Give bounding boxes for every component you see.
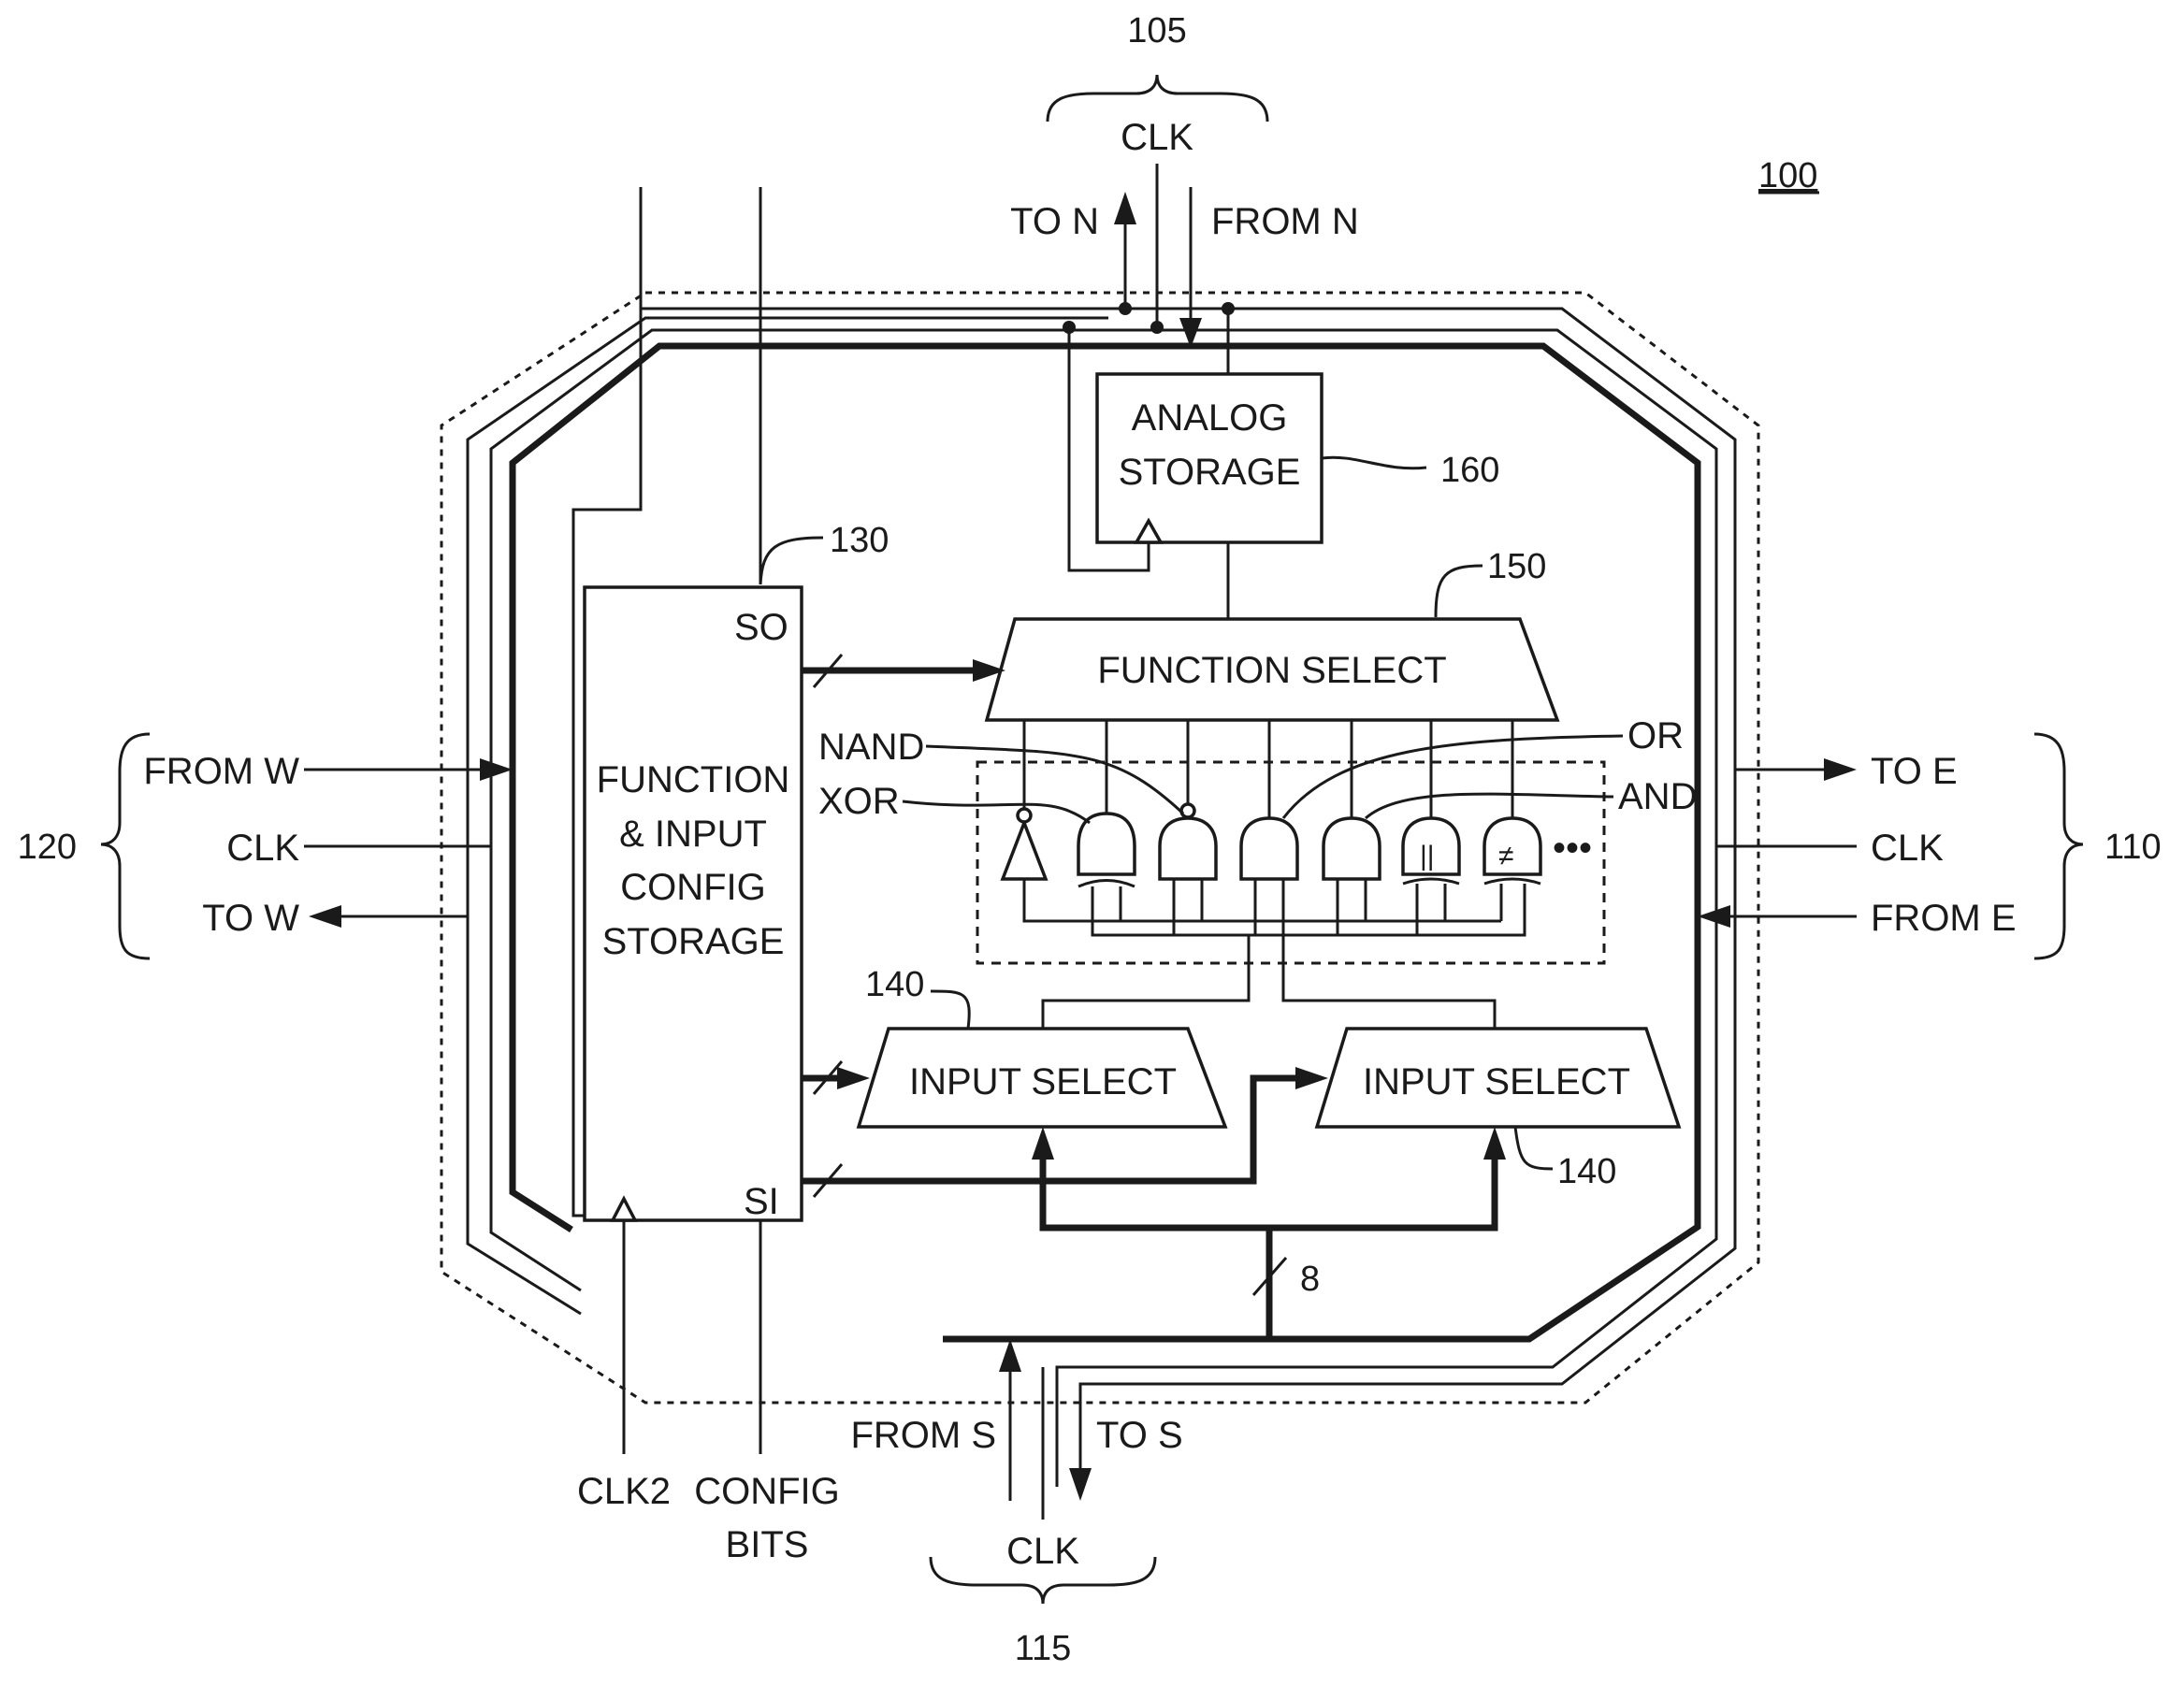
gate-input-bus-b [1092,884,1525,935]
to-n-arrow-icon [1114,192,1136,224]
clk2-label: CLK2 [577,1471,671,1512]
not-equal-extra-curve [1484,879,1540,884]
ref-140-right: 140 [1557,1152,1616,1191]
analog-storage-label-2: STORAGE [1119,452,1301,493]
analog-storage-label-1: ANALOG [1132,397,1288,439]
east-clk-label: CLK [1871,828,1944,869]
ref-110: 110 [2104,828,2162,867]
or-label: OR [1627,715,1684,756]
config-storage-label-2: & INPUT [619,814,767,855]
not-gate-icon [1003,823,1046,879]
to-e-arrow-icon [1824,758,1857,781]
to-s-label: TO S [1096,1415,1183,1456]
and-gate-icon [1323,818,1380,879]
gate-input-bus-a [1024,879,1501,921]
function-select-label: FUNCTION SELECT [1097,650,1446,691]
figure-number: 100 [1758,156,1817,195]
north-brace [1048,75,1267,122]
ref-150: 150 [1487,547,1546,586]
xor-leader [903,801,1090,823]
xor-gate-icon [1078,814,1135,874]
config-bits-label-1: CONFIG [694,1471,840,1512]
equality-extra-curve [1403,879,1459,884]
ref-140-left-leader [931,991,969,1029]
south-bus-to-selects [1043,1145,1495,1228]
input-select-blocks: INPUT SELECT INPUT SELECT 140 140 8 [802,921,1679,1339]
xor-extra-curve [1078,881,1135,887]
config-storage-label-3: CONFIG [620,867,766,908]
and-leader [1366,794,1613,818]
ref-160-leader [1322,457,1426,468]
ref-115: 115 [1015,1629,1072,1668]
north-ports: TO N FROM N CLK 105 [1010,11,1359,348]
junction-dot [1119,302,1132,315]
nand-bubble-icon [1181,804,1194,817]
ellipsis: ••• [1553,828,1592,869]
ref-140-right-leader [1515,1127,1553,1169]
xor-label: XOR [818,781,900,822]
gate-group: || ≠ ••• NAND XOR OR AND [818,715,1697,963]
input-select-right-label: INPUT SELECT [1363,1061,1630,1102]
junction-dot [1063,321,1076,334]
input-select-left-label: INPUT SELECT [909,1061,1177,1102]
right-select-arrow-icon [1295,1067,1328,1089]
config-storage-label-1: FUNCTION [597,759,790,800]
config-bits-label-2: BITS [726,1524,809,1565]
north-clk-label: CLK [1121,117,1193,158]
left-select-out [1043,935,1249,1029]
right-select-out [1283,921,1495,1029]
to-w-arrow-icon [309,905,341,928]
from-e-label: FROM E [1871,898,2017,939]
to-w-label: TO W [202,898,299,939]
not-equal-symbol: ≠ [1498,841,1513,872]
east-brace [2034,734,2083,958]
west-clk-label: CLK [226,828,299,869]
from-e-arrow-icon [1698,905,1730,928]
or-leader [1283,736,1623,818]
ref-140-left: 140 [865,965,924,1004]
ref-105: 105 [1127,11,1186,50]
junction-dot [1150,321,1164,334]
ref-160: 160 [1440,451,1499,490]
to-s-arrow-icon [1069,1468,1092,1501]
to-n-label: TO N [1010,201,1099,242]
function-select-block: FUNCTION SELECT 150 [802,547,1557,720]
right-select-up-arrow-icon [1483,1127,1506,1160]
south-clk-label: CLK [1006,1531,1079,1572]
west-ports: FROM W CLK TO W 120 [18,734,513,958]
si-port-label: SI [744,1181,779,1222]
from-w-label: FROM W [143,751,299,792]
nand-leader [926,746,1183,814]
ref-130: 130 [830,521,889,560]
south-ports: FROM S TO S CLK 115 CLK2 CONFIG BITS [577,1339,1183,1668]
not-bubble-icon [1018,809,1031,822]
so-port-label: SO [734,607,788,648]
bus-width-label: 8 [1300,1260,1320,1299]
nand-gate-icon [1160,818,1216,879]
ref-130-leader [760,538,823,584]
left-select-up-arrow-icon [1032,1127,1054,1160]
west-brace [101,734,150,958]
equality-symbol: || [1420,841,1435,872]
config-storage-label-4: STORAGE [602,921,785,962]
from-n-label: FROM N [1211,201,1359,242]
config-storage-block: FUNCTION & INPUT CONFIG STORAGE SO SI 13… [585,521,889,1222]
to-e-label: TO E [1871,751,1958,792]
ref-120: 120 [18,828,77,867]
from-s-arrow-icon [999,1339,1021,1372]
junction-dot [1222,302,1235,315]
from-s-label: FROM S [850,1415,996,1456]
or-gate-icon [1241,818,1297,879]
left-select-arrow-icon [837,1067,870,1089]
and-label: AND [1618,776,1697,817]
ref-150-leader [1436,566,1483,617]
nand-label: NAND [818,727,924,768]
east-ports: TO E CLK FROM E 110 [1698,734,2162,958]
from-w-arrow-icon [480,758,513,781]
analog-storage-block: ANALOG STORAGE 160 [1069,309,1499,619]
